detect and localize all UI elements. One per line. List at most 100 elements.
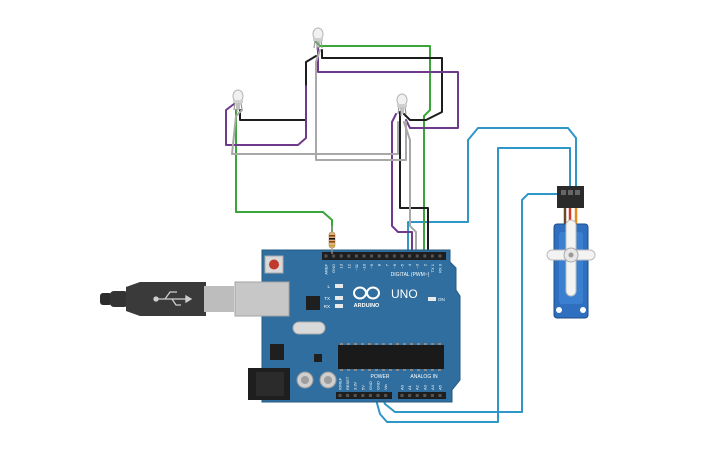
micro-servo[interactable] bbox=[546, 186, 596, 319]
rgb-led-left[interactable] bbox=[232, 89, 244, 112]
digital-pin-hole[interactable] bbox=[324, 254, 328, 258]
power-pin-label: GND bbox=[376, 381, 381, 390]
analog-pin-hole[interactable] bbox=[423, 394, 427, 397]
digital-pin-label: ~10 bbox=[362, 263, 367, 271]
usb-jack bbox=[234, 281, 290, 317]
power-label: POWER bbox=[371, 374, 390, 380]
digital-pin-label: ~3 bbox=[415, 263, 420, 268]
analog-pin-label: A1 bbox=[407, 384, 412, 390]
power-pin-label: IOREF bbox=[338, 377, 343, 390]
analog-pin-label: A2 bbox=[415, 384, 420, 390]
power-pin-label: 5V bbox=[360, 385, 365, 390]
on-label: ON bbox=[438, 297, 445, 302]
digital-label: DIGITAL (PWM~) bbox=[391, 272, 430, 278]
arduino-logo-icon bbox=[353, 286, 380, 300]
atmega-chip bbox=[338, 345, 444, 369]
wire-gray-center[interactable] bbox=[315, 49, 407, 161]
usb-b-cable[interactable] bbox=[100, 282, 234, 316]
wire-black-center[interactable] bbox=[321, 49, 443, 121]
usb-icon bbox=[153, 291, 193, 306]
digital-pin-label: 4 bbox=[407, 263, 412, 266]
digital-pin-hole[interactable] bbox=[377, 254, 381, 258]
wire-green-right[interactable] bbox=[315, 41, 431, 259]
digital-pin-label: RX 0 bbox=[438, 263, 443, 273]
usb-chip bbox=[306, 296, 320, 310]
digital-pin-label: TX 1 bbox=[430, 263, 435, 272]
rgb-led-right[interactable] bbox=[396, 93, 408, 116]
digital-pin-label: 8 bbox=[377, 263, 382, 266]
analog-pin-label: A0 bbox=[400, 384, 405, 390]
analog-pin-label: A4 bbox=[430, 384, 435, 390]
wire-black-left[interactable] bbox=[239, 55, 317, 121]
power-pin-label: Vin bbox=[383, 384, 388, 390]
wire-purple-left[interactable] bbox=[225, 85, 307, 146]
digital-pin-label: 13 bbox=[339, 263, 344, 268]
digital-pin-hole[interactable] bbox=[347, 254, 351, 258]
digital-pin-label: 7 bbox=[384, 263, 389, 266]
wire-purple-center[interactable] bbox=[317, 47, 459, 129]
power-pin-label: GND bbox=[368, 381, 373, 390]
digital-header bbox=[322, 252, 446, 260]
digital-pin-label: AREF bbox=[324, 263, 329, 274]
wire-gray-left[interactable] bbox=[231, 109, 399, 155]
regulator bbox=[270, 344, 284, 360]
model-label: UNO bbox=[391, 287, 418, 301]
digital-pin-label: ~9 bbox=[369, 263, 374, 268]
digital-pin-hole[interactable] bbox=[400, 254, 404, 258]
servo-horn[interactable] bbox=[546, 219, 596, 297]
crystal bbox=[292, 321, 326, 335]
analog-label: ANALOG IN bbox=[410, 374, 438, 380]
led-label-rx: RX bbox=[324, 304, 330, 309]
wire-gray-down[interactable] bbox=[403, 121, 417, 257]
wire-green-resistor[interactable] bbox=[235, 109, 333, 235]
digital-pin-hole[interactable] bbox=[392, 254, 396, 258]
analog-pin-label: A5 bbox=[438, 384, 443, 390]
power-pin-hole[interactable] bbox=[376, 394, 380, 397]
digital-pin-label: 12 bbox=[346, 263, 351, 268]
rgb-led-center[interactable] bbox=[312, 27, 324, 50]
digital-pin-hole[interactable] bbox=[354, 254, 358, 258]
power-pin-label: RESET bbox=[345, 376, 350, 390]
analog-pin-hole[interactable] bbox=[408, 394, 412, 397]
digital-pin-hole[interactable] bbox=[339, 254, 343, 258]
brand-label: ARDUINO bbox=[354, 303, 380, 309]
digital-pin-label: ~6 bbox=[392, 263, 397, 268]
analog-pin-label: A3 bbox=[422, 384, 427, 390]
digital-pin-hole[interactable] bbox=[438, 254, 442, 258]
digital-pin-label: ~11 bbox=[354, 263, 359, 270]
power-pin-hole[interactable] bbox=[338, 394, 342, 397]
digital-pin-hole[interactable] bbox=[332, 254, 336, 258]
digital-pin-hole[interactable] bbox=[423, 254, 427, 258]
resistor[interactable] bbox=[328, 226, 336, 254]
digital-pin-hole[interactable] bbox=[408, 254, 412, 258]
power-pin-hole[interactable] bbox=[361, 394, 365, 397]
analog-pin-hole[interactable] bbox=[430, 394, 434, 397]
wire-blue-signal[interactable] bbox=[407, 127, 577, 257]
led-label-tx: TX bbox=[324, 296, 330, 301]
digital-pin-hole[interactable] bbox=[430, 254, 434, 258]
analog-pin-hole[interactable] bbox=[415, 394, 419, 397]
power-pin-hole[interactable] bbox=[346, 394, 350, 397]
digital-pin-hole[interactable] bbox=[385, 254, 389, 258]
digital-pin-hole[interactable] bbox=[362, 254, 366, 258]
power-pin-hole[interactable] bbox=[353, 394, 357, 397]
power-pin-label: 3.3V bbox=[353, 381, 358, 390]
analog-pin-hole[interactable] bbox=[438, 394, 442, 397]
digital-pin-label: GND bbox=[331, 264, 336, 273]
analog-header bbox=[398, 392, 446, 399]
digital-pin-hole[interactable] bbox=[415, 254, 419, 258]
analog-pin-hole[interactable] bbox=[400, 394, 404, 397]
wire-blue-power[interactable] bbox=[374, 147, 571, 423]
digital-pin-label: 2 bbox=[422, 263, 427, 266]
wire-purple-down[interactable] bbox=[391, 113, 413, 257]
power-pin-hole[interactable] bbox=[368, 394, 372, 397]
digital-pin-hole[interactable] bbox=[370, 254, 374, 258]
power-pin-hole[interactable] bbox=[384, 394, 388, 397]
digital-pin-label: ~5 bbox=[400, 263, 405, 268]
